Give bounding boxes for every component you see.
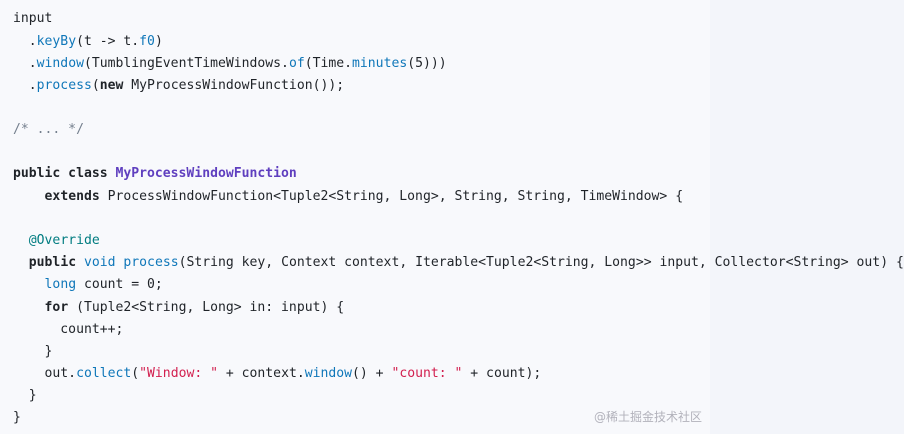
code-line: .process(new MyProcessWindowFunction());: [13, 75, 344, 97]
code-token: [13, 277, 45, 292]
code-token: }: [13, 388, 37, 403]
code-line: input: [13, 8, 52, 30]
code-token: MyProcessWindowFunction());: [123, 78, 345, 93]
code-token: [13, 233, 29, 248]
code-line: public void process(String key, Context …: [13, 252, 904, 274]
code-token: ): [154, 34, 163, 49]
code-token: (Tuple2<String, Long> in: input) {: [68, 300, 345, 315]
code-token: process: [36, 78, 92, 93]
code-line: count++;: [13, 319, 123, 341]
code-line: public class MyProcessWindowFunction: [13, 163, 297, 185]
code-token: window: [36, 56, 84, 71]
code-token: out.: [13, 366, 77, 381]
code-line: /* ... */: [13, 119, 84, 141]
code-token: ProcessWindowFunction<Tuple2<String, Lon…: [99, 189, 684, 204]
code-token: [13, 189, 45, 204]
code-token: new: [99, 78, 124, 93]
code-line: long count = 0;: [13, 274, 163, 296]
code-token: MyProcessWindowFunction: [115, 166, 297, 181]
code-token: window: [304, 366, 353, 381]
code-token: + count);: [462, 366, 542, 381]
code-line: for (Tuple2<String, Long> in: input) {: [13, 297, 345, 319]
code-token: "count: ": [391, 366, 463, 381]
code-token: [13, 255, 29, 270]
code-token: + context.: [218, 366, 305, 381]
code-token: public class: [13, 166, 116, 181]
code-token: }: [13, 410, 21, 425]
code-token: .: [13, 34, 37, 49]
code-block: input .keyBy(t -> t.f0) .window(Tumbling…: [13, 8, 904, 429]
code-token: process: [123, 255, 179, 270]
code-line: extends ProcessWindowFunction<Tuple2<Str…: [13, 186, 684, 208]
code-token: public: [28, 255, 84, 270]
code-token: keyBy: [36, 34, 77, 49]
code-token: count++;: [13, 322, 124, 337]
code-token: (: [91, 78, 100, 93]
code-token: () +: [352, 366, 392, 381]
code-token: for: [44, 300, 69, 315]
code-token: .: [13, 78, 37, 93]
code-token: void: [83, 255, 116, 270]
code-token: "Window: ": [139, 366, 218, 381]
code-token: /* ... */: [13, 122, 84, 137]
code-line: @Override: [13, 230, 100, 252]
code-token: (5))): [407, 56, 447, 71]
code-token: long: [44, 277, 77, 292]
code-token: (String key, Context context, Iterable<T…: [178, 255, 904, 270]
watermark-label: @稀土掘金技术社区: [593, 410, 702, 424]
code-line: out.collect("Window: " + context.window(…: [13, 363, 542, 385]
code-token: [13, 300, 45, 315]
code-token: @Override: [28, 233, 100, 248]
code-token: input: [13, 11, 53, 26]
code-line: }: [13, 385, 37, 407]
code-line: }: [13, 407, 21, 429]
code-token: (Time.: [304, 56, 353, 71]
code-token: }: [13, 344, 53, 359]
code-token: of: [288, 56, 305, 71]
code-token: (TumblingEventTimeWindows.: [83, 56, 289, 71]
code-token: .: [13, 56, 37, 71]
code-token: minutes: [352, 56, 408, 71]
code-line: .keyBy(t -> t.f0): [13, 31, 163, 53]
code-token: extends: [44, 189, 100, 204]
code-line: .window(TumblingEventTimeWindows.of(Time…: [13, 53, 447, 75]
code-token: collect: [76, 366, 132, 381]
code-line: }: [13, 341, 53, 363]
code-token: (t -> t.: [76, 34, 140, 49]
code-token: (: [131, 366, 140, 381]
code-token: f0: [139, 34, 155, 49]
code-token: count = 0;: [76, 277, 163, 292]
